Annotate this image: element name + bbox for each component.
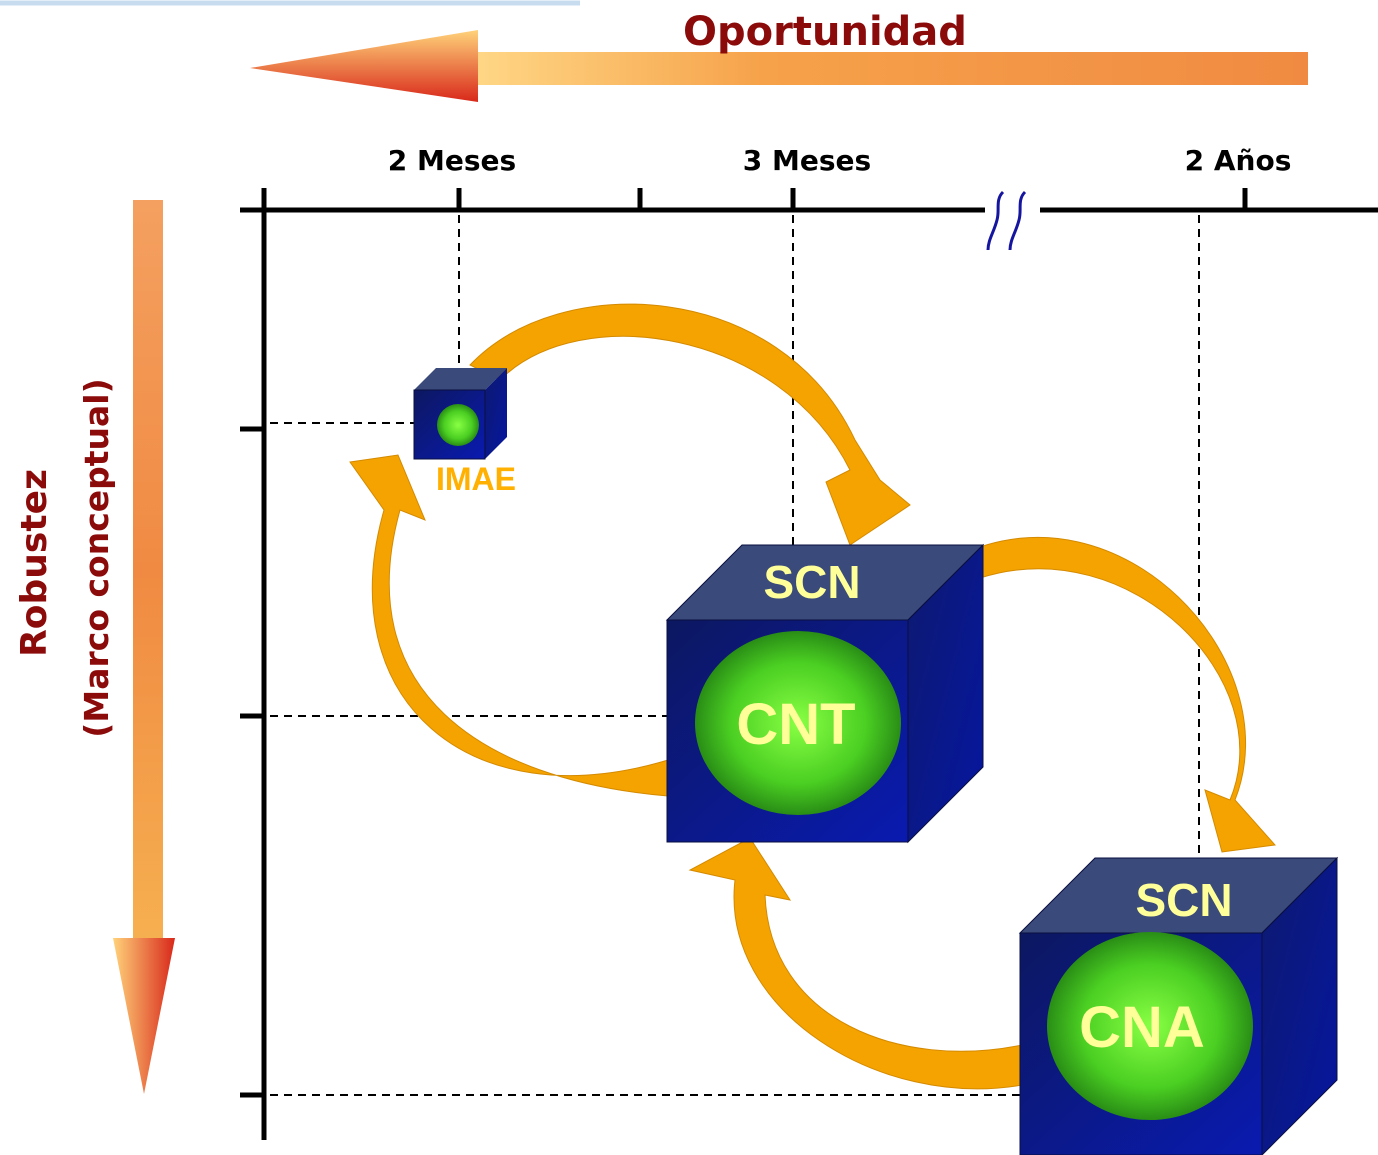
arrow-imae-to-cnt (469, 303, 911, 546)
cna-core-label: CNA (1079, 995, 1205, 1060)
arrow-cna-to-cnt (688, 837, 1023, 1090)
opportunity-title: Oportunidad (683, 9, 967, 55)
tick-label-2-meses: 2 Meses (388, 144, 516, 177)
cna-cube (1018, 856, 1339, 1155)
cna-box-label: SCN (1135, 874, 1232, 926)
cna-core (1047, 932, 1253, 1120)
cnt-core (695, 631, 901, 815)
cnt-cube (665, 543, 985, 844)
arrow-cnt-to-imae (349, 454, 669, 797)
robustness-arrow (113, 200, 175, 1094)
opportunity-arrow (250, 30, 1308, 102)
imae-cube (413, 368, 507, 460)
axis-break-icon (986, 190, 1027, 251)
imae-label: IMAE (436, 461, 516, 497)
imae-core (437, 404, 479, 446)
cnt-box-label: SCN (763, 556, 860, 608)
cnt-core-label: CNT (736, 692, 855, 757)
robustness-subtitle: (Marco conceptual) (77, 378, 116, 737)
robustness-title: Robustez (14, 469, 55, 657)
cycle-arrows (349, 303, 1276, 1090)
arrow-cnt-to-cna (959, 536, 1276, 853)
tick-label-2-anos: 2 Años (1185, 144, 1292, 177)
axes (240, 188, 1378, 1140)
tick-label-3-meses: 3 Meses (743, 144, 871, 177)
